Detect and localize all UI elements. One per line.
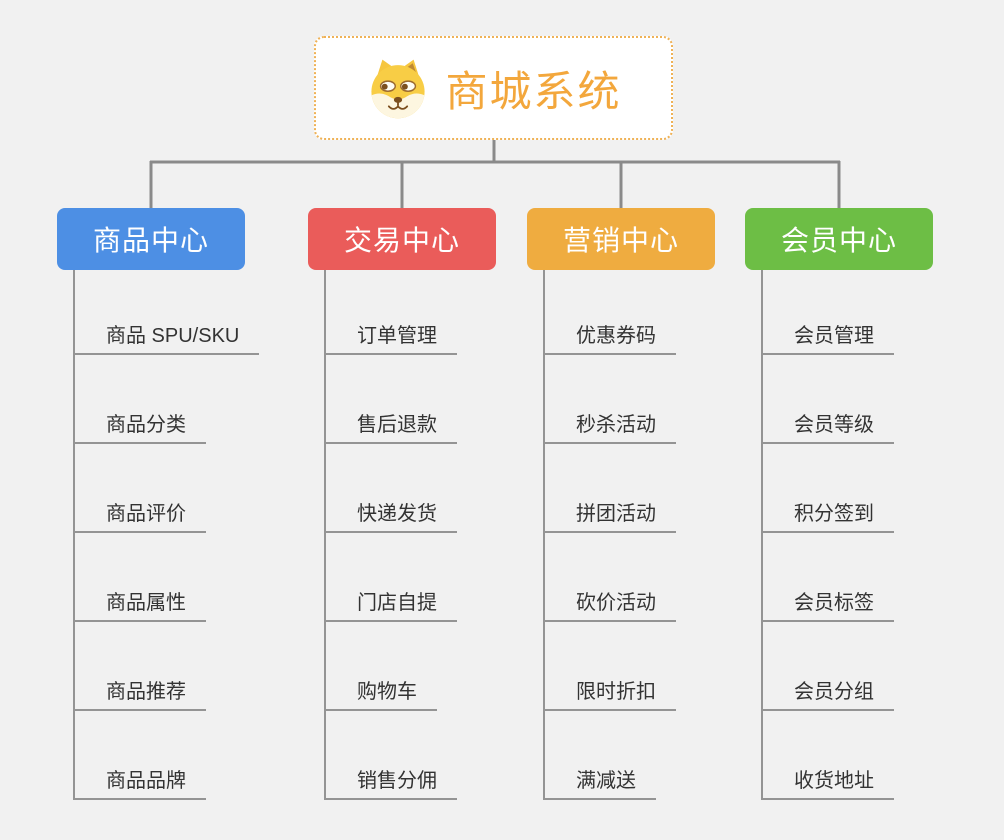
branch-item-label: 会员分组 — [761, 675, 894, 711]
branch-item[interactable]: 积分签到 — [761, 444, 894, 533]
branch-item-label: 限时折扣 — [543, 675, 676, 711]
branch-header[interactable]: 会员中心 — [745, 208, 933, 270]
branch-item[interactable]: 快递发货 — [324, 444, 457, 533]
branch-item-label: 收货地址 — [761, 764, 894, 800]
branch-trunk-line — [761, 270, 763, 800]
branch-item-label: 商品分类 — [73, 408, 206, 444]
branch-items: 商品 SPU/SKU 商品分类商品评价商品属性商品推荐商品品牌 — [73, 266, 260, 800]
branch-item[interactable]: 商品推荐 — [73, 622, 259, 711]
branch-items: 优惠券码秒杀活动拼团活动砍价活动限时折扣满减送 — [543, 266, 676, 800]
branch-header-label: 会员中心 — [780, 225, 897, 256]
branch-item[interactable]: 拼团活动 — [543, 444, 676, 533]
branch-header[interactable]: 营销中心 — [527, 208, 715, 270]
branch-item-label: 拼团活动 — [543, 497, 676, 533]
branch-item-label: 满减送 — [543, 764, 656, 800]
branch-item-label: 商品属性 — [73, 586, 206, 622]
branch-item[interactable]: 购物车 — [324, 622, 457, 711]
branch-item[interactable]: 会员分组 — [761, 622, 894, 711]
root-title: 商城系统 — [445, 67, 622, 115]
branch-item-label: 门店自提 — [324, 586, 457, 622]
branch-item-label: 订单管理 — [324, 319, 457, 355]
branch-item-label: 购物车 — [324, 675, 437, 711]
branch-item[interactable]: 售后退款 — [324, 355, 457, 444]
branch-item-label: 秒杀活动 — [543, 408, 676, 444]
branch-item[interactable]: 限时折扣 — [543, 622, 676, 711]
branch-item-label: 会员管理 — [761, 319, 894, 355]
branch-item[interactable]: 会员标签 — [761, 533, 894, 622]
branch-trunk-line — [73, 270, 75, 800]
branch-item-label: 积分签到 — [761, 497, 894, 533]
branch-header-label: 商品中心 — [92, 225, 209, 256]
branch-item[interactable]: 商品属性 — [73, 533, 259, 622]
branch-item[interactable]: 商品分类 — [73, 355, 259, 444]
branch-header-label: 营销中心 — [562, 225, 679, 256]
branch-trunk-line — [324, 270, 326, 800]
branch-items: 订单管理售后退款快递发货门店自提购物车销售分佣 — [324, 266, 457, 800]
branch-item[interactable]: 销售分佣 — [324, 711, 457, 800]
branch-header-label: 交易中心 — [343, 225, 460, 256]
root-node[interactable]: 商城系统 — [314, 36, 673, 140]
branch-item[interactable]: 会员管理 — [761, 266, 894, 355]
branch-item[interactable]: 门店自提 — [324, 533, 457, 622]
branch-item[interactable]: 优惠券码 — [543, 266, 676, 355]
branch-item[interactable]: 满减送 — [543, 711, 676, 800]
branch-item-label: 商品品牌 — [73, 764, 206, 800]
branch-items: 会员管理会员等级积分签到会员标签会员分组收货地址 — [761, 266, 894, 800]
branch-item-label: 售后退款 — [324, 408, 457, 444]
branch-item-label: 商品评价 — [73, 497, 206, 533]
branch-item-label: 销售分佣 — [324, 764, 457, 800]
branch-item-label: 商品 SPU/SKU — [73, 319, 260, 355]
branch-header[interactable]: 商品中心 — [57, 208, 245, 270]
branch-header[interactable]: 交易中心 — [308, 208, 496, 270]
shiba-dog-icon — [365, 55, 431, 121]
branch-item-label: 会员等级 — [761, 408, 894, 444]
branch-item[interactable]: 商品评价 — [73, 444, 259, 533]
branch-item-label: 会员标签 — [761, 586, 894, 622]
branch-item-label: 优惠券码 — [543, 319, 676, 355]
branch-item-label: 快递发货 — [324, 497, 457, 533]
branch-item[interactable]: 砍价活动 — [543, 533, 676, 622]
branch-item[interactable]: 商品 SPU/SKU — [73, 266, 260, 355]
branch-item[interactable]: 秒杀活动 — [543, 355, 676, 444]
branch-item[interactable]: 商品品牌 — [73, 711, 259, 800]
branch-item[interactable]: 收货地址 — [761, 711, 894, 800]
branch-trunk-line — [543, 270, 545, 800]
branch-item-label: 商品推荐 — [73, 675, 206, 711]
branch-item-label: 砍价活动 — [543, 586, 676, 622]
branch-item[interactable]: 订单管理 — [324, 266, 457, 355]
branch-item[interactable]: 会员等级 — [761, 355, 894, 444]
